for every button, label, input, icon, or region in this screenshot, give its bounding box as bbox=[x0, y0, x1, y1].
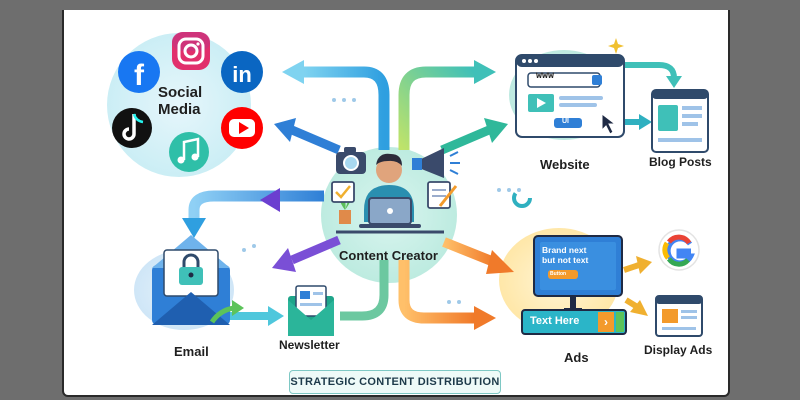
arrow-to-social-media-top bbox=[282, 60, 390, 150]
billboard-icon bbox=[533, 235, 623, 313]
website-url-text: www bbox=[536, 71, 555, 82]
facebook-icon: f bbox=[118, 51, 160, 93]
website-label: Website bbox=[540, 157, 590, 172]
megaphone-icon bbox=[412, 148, 460, 178]
display-ads-label: Display Ads bbox=[644, 343, 713, 357]
sparkle-icon bbox=[608, 38, 624, 54]
share-arrow-icon bbox=[209, 300, 244, 324]
instagram-icon bbox=[172, 32, 210, 70]
content-creator-label: Content Creator bbox=[339, 248, 438, 263]
diagram-canvas: f in bbox=[62, 10, 730, 397]
newsletter-icon bbox=[288, 285, 334, 336]
arrow-to-newsletter-purple bbox=[272, 235, 341, 272]
website-window bbox=[515, 54, 625, 138]
linkedin-icon: in bbox=[221, 51, 263, 93]
checklist-icon bbox=[331, 181, 355, 203]
svg-text:›: › bbox=[604, 315, 608, 329]
newsletter-label: Newsletter bbox=[279, 338, 340, 352]
billboard-cta: Button bbox=[550, 271, 567, 277]
arrow-email-to-newsletter bbox=[224, 306, 284, 326]
google-icon bbox=[658, 229, 700, 271]
social-media-label: Social Media bbox=[158, 84, 203, 118]
billboard-headline: Brand next but not text bbox=[542, 245, 589, 265]
arrow-to-ads-bottom bbox=[398, 260, 496, 330]
arrow-to-website-lower bbox=[440, 118, 508, 155]
diagram-graphics: f in bbox=[107, 32, 709, 337]
blog-posts-label: Blog Posts bbox=[649, 155, 712, 169]
notepad-icon bbox=[427, 181, 458, 209]
arrow-to-website-top bbox=[398, 60, 496, 150]
arrow-to-ads-orange bbox=[442, 237, 514, 274]
website-ui-button-text: UI bbox=[562, 118, 569, 125]
email-label: Email bbox=[174, 344, 209, 359]
diagram-footer-title: STRATEGIC CONTENT DISTRIBUTION bbox=[289, 370, 501, 394]
tiktok-icon bbox=[112, 108, 152, 148]
lock-icon bbox=[179, 253, 203, 285]
svg-text:f: f bbox=[134, 59, 145, 92]
youtube-icon bbox=[221, 107, 263, 149]
camera-icon bbox=[336, 147, 366, 174]
arrow-creator-left-purple bbox=[260, 188, 326, 212]
display-ad-window bbox=[655, 295, 703, 337]
arrow-creator-down-green bbox=[340, 260, 389, 321]
arrow-ads-to-display bbox=[624, 297, 648, 316]
cycle-icon bbox=[512, 188, 532, 208]
ads-label: Ads bbox=[564, 350, 589, 365]
laptop-icon bbox=[359, 197, 421, 228]
arrow-ads-to-google bbox=[623, 256, 652, 274]
arrow-to-social-media-lower bbox=[274, 118, 341, 155]
arrow-website-to-blog-top bbox=[604, 62, 682, 88]
svg-text:in: in bbox=[232, 62, 252, 87]
cursor-icon bbox=[601, 112, 617, 135]
banner-ad: › bbox=[521, 309, 627, 335]
blog-post-window bbox=[651, 89, 709, 153]
envelope-icon bbox=[152, 235, 230, 325]
arrow-to-email bbox=[182, 190, 324, 238]
banner-ad-text: Text Here bbox=[530, 315, 580, 327]
dotted-trail-decoration bbox=[242, 98, 521, 304]
music-icon bbox=[169, 132, 209, 172]
